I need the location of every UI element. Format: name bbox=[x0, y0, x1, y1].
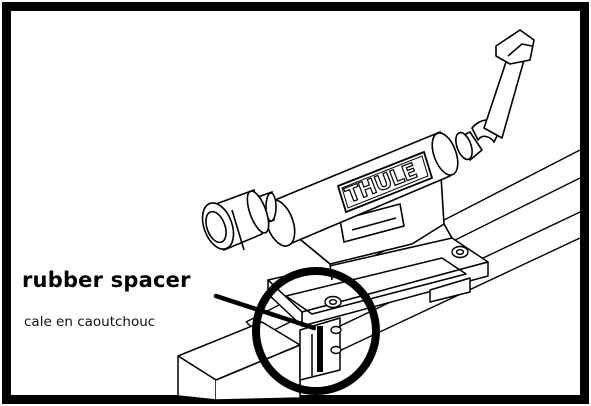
mount-base bbox=[267, 237, 489, 381]
square-bar bbox=[177, 321, 301, 401]
callout-label: rubber spacer bbox=[22, 268, 191, 292]
skewer-knob bbox=[201, 188, 277, 252]
callout-sublabel: cale en caoutchouc bbox=[24, 314, 156, 330]
leader-line bbox=[213, 293, 317, 331]
base-bolts bbox=[324, 245, 469, 355]
quick-release-lever bbox=[455, 29, 535, 161]
callout-circle bbox=[252, 267, 380, 395]
